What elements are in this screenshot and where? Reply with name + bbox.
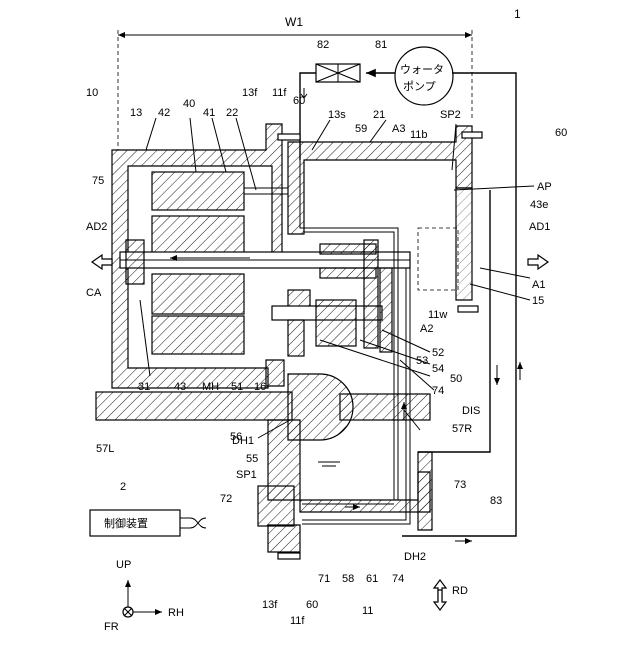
label-A1: A1: [532, 279, 545, 291]
label-73: 73: [454, 479, 466, 491]
label-13s: 13s: [328, 109, 346, 121]
label-FR: FR: [104, 621, 119, 633]
water-pump: [395, 47, 453, 105]
dimension-label: W1: [285, 15, 303, 29]
label-11w: 11w: [428, 309, 447, 321]
label-43: 43: [174, 381, 186, 393]
label-11-bot: 11: [362, 605, 373, 617]
figure-number: 1: [514, 7, 521, 21]
control-device-label: 制御装置: [104, 516, 148, 530]
water-pump-label-2: ポンプ: [403, 80, 436, 93]
label-MH: MH: [202, 381, 219, 393]
label-11f-top: 11f: [272, 87, 287, 99]
label-11f-bot: 11f: [290, 615, 305, 627]
label-A3: A3: [392, 123, 405, 135]
label-60-right: 60: [555, 127, 567, 139]
label-52: 52: [432, 347, 444, 359]
label-40: 40: [183, 98, 195, 110]
label-RH: RH: [168, 607, 184, 619]
label-31: 31: [138, 381, 150, 393]
label-75: 75: [92, 175, 104, 187]
label-83: 83: [490, 495, 502, 507]
label-61: 61: [366, 573, 378, 585]
label-AD1: AD1: [529, 221, 550, 233]
label-DIS: DIS: [462, 405, 480, 417]
label-43e: 43e: [530, 199, 548, 211]
label-SP1: SP1: [236, 469, 257, 481]
label-CA: CA: [86, 287, 102, 299]
label-2: 2: [120, 481, 126, 493]
label-56: 56: [230, 431, 242, 443]
label-AD2: AD2: [86, 221, 107, 233]
axes: [123, 580, 162, 617]
label-13f-bot: 13f: [262, 599, 278, 611]
label-DH2: DH2: [404, 551, 426, 563]
label-21: 21: [373, 109, 385, 121]
inverter-box: [418, 228, 458, 290]
control-device: 制御装置: [90, 510, 206, 536]
label-74-mid: 74: [432, 385, 444, 397]
label-50: 50: [450, 373, 462, 385]
label-54: 54: [432, 363, 444, 375]
label-57L: 57L: [96, 443, 114, 455]
label-RD: RD: [452, 585, 468, 597]
label-51: 51: [231, 381, 243, 393]
label-55: 55: [246, 453, 258, 465]
label-A2: A2: [420, 323, 433, 335]
label-82: 82: [317, 39, 329, 51]
label-13: 13: [130, 107, 142, 119]
label-71: 71: [318, 573, 330, 585]
label-53: 53: [416, 355, 428, 367]
label-16: 16: [254, 381, 266, 393]
label-10: 10: [86, 87, 98, 99]
oil-pump-72: [258, 486, 294, 526]
label-41: 41: [203, 107, 215, 119]
label-74-bot: 74: [392, 573, 404, 585]
label-60-top: 60: [293, 95, 305, 107]
water-pump-label-1: ウォータ: [400, 63, 444, 76]
label-UP: UP: [116, 559, 131, 571]
label-13f-top: 13f: [242, 87, 258, 99]
label-11b: 11b: [410, 129, 428, 141]
label-22: 22: [226, 107, 238, 119]
label-15: 15: [532, 295, 544, 307]
label-57R: 57R: [452, 423, 472, 435]
label-60-bot: 60: [306, 599, 318, 611]
label-42: 42: [158, 107, 170, 119]
label-81: 81: [375, 39, 387, 51]
oil-level: [318, 462, 340, 466]
label-AP: AP: [537, 181, 552, 193]
label-59: 59: [355, 123, 367, 135]
label-72: 72: [220, 493, 232, 505]
label-58: 58: [342, 573, 354, 585]
label-SP2: SP2: [440, 109, 461, 121]
